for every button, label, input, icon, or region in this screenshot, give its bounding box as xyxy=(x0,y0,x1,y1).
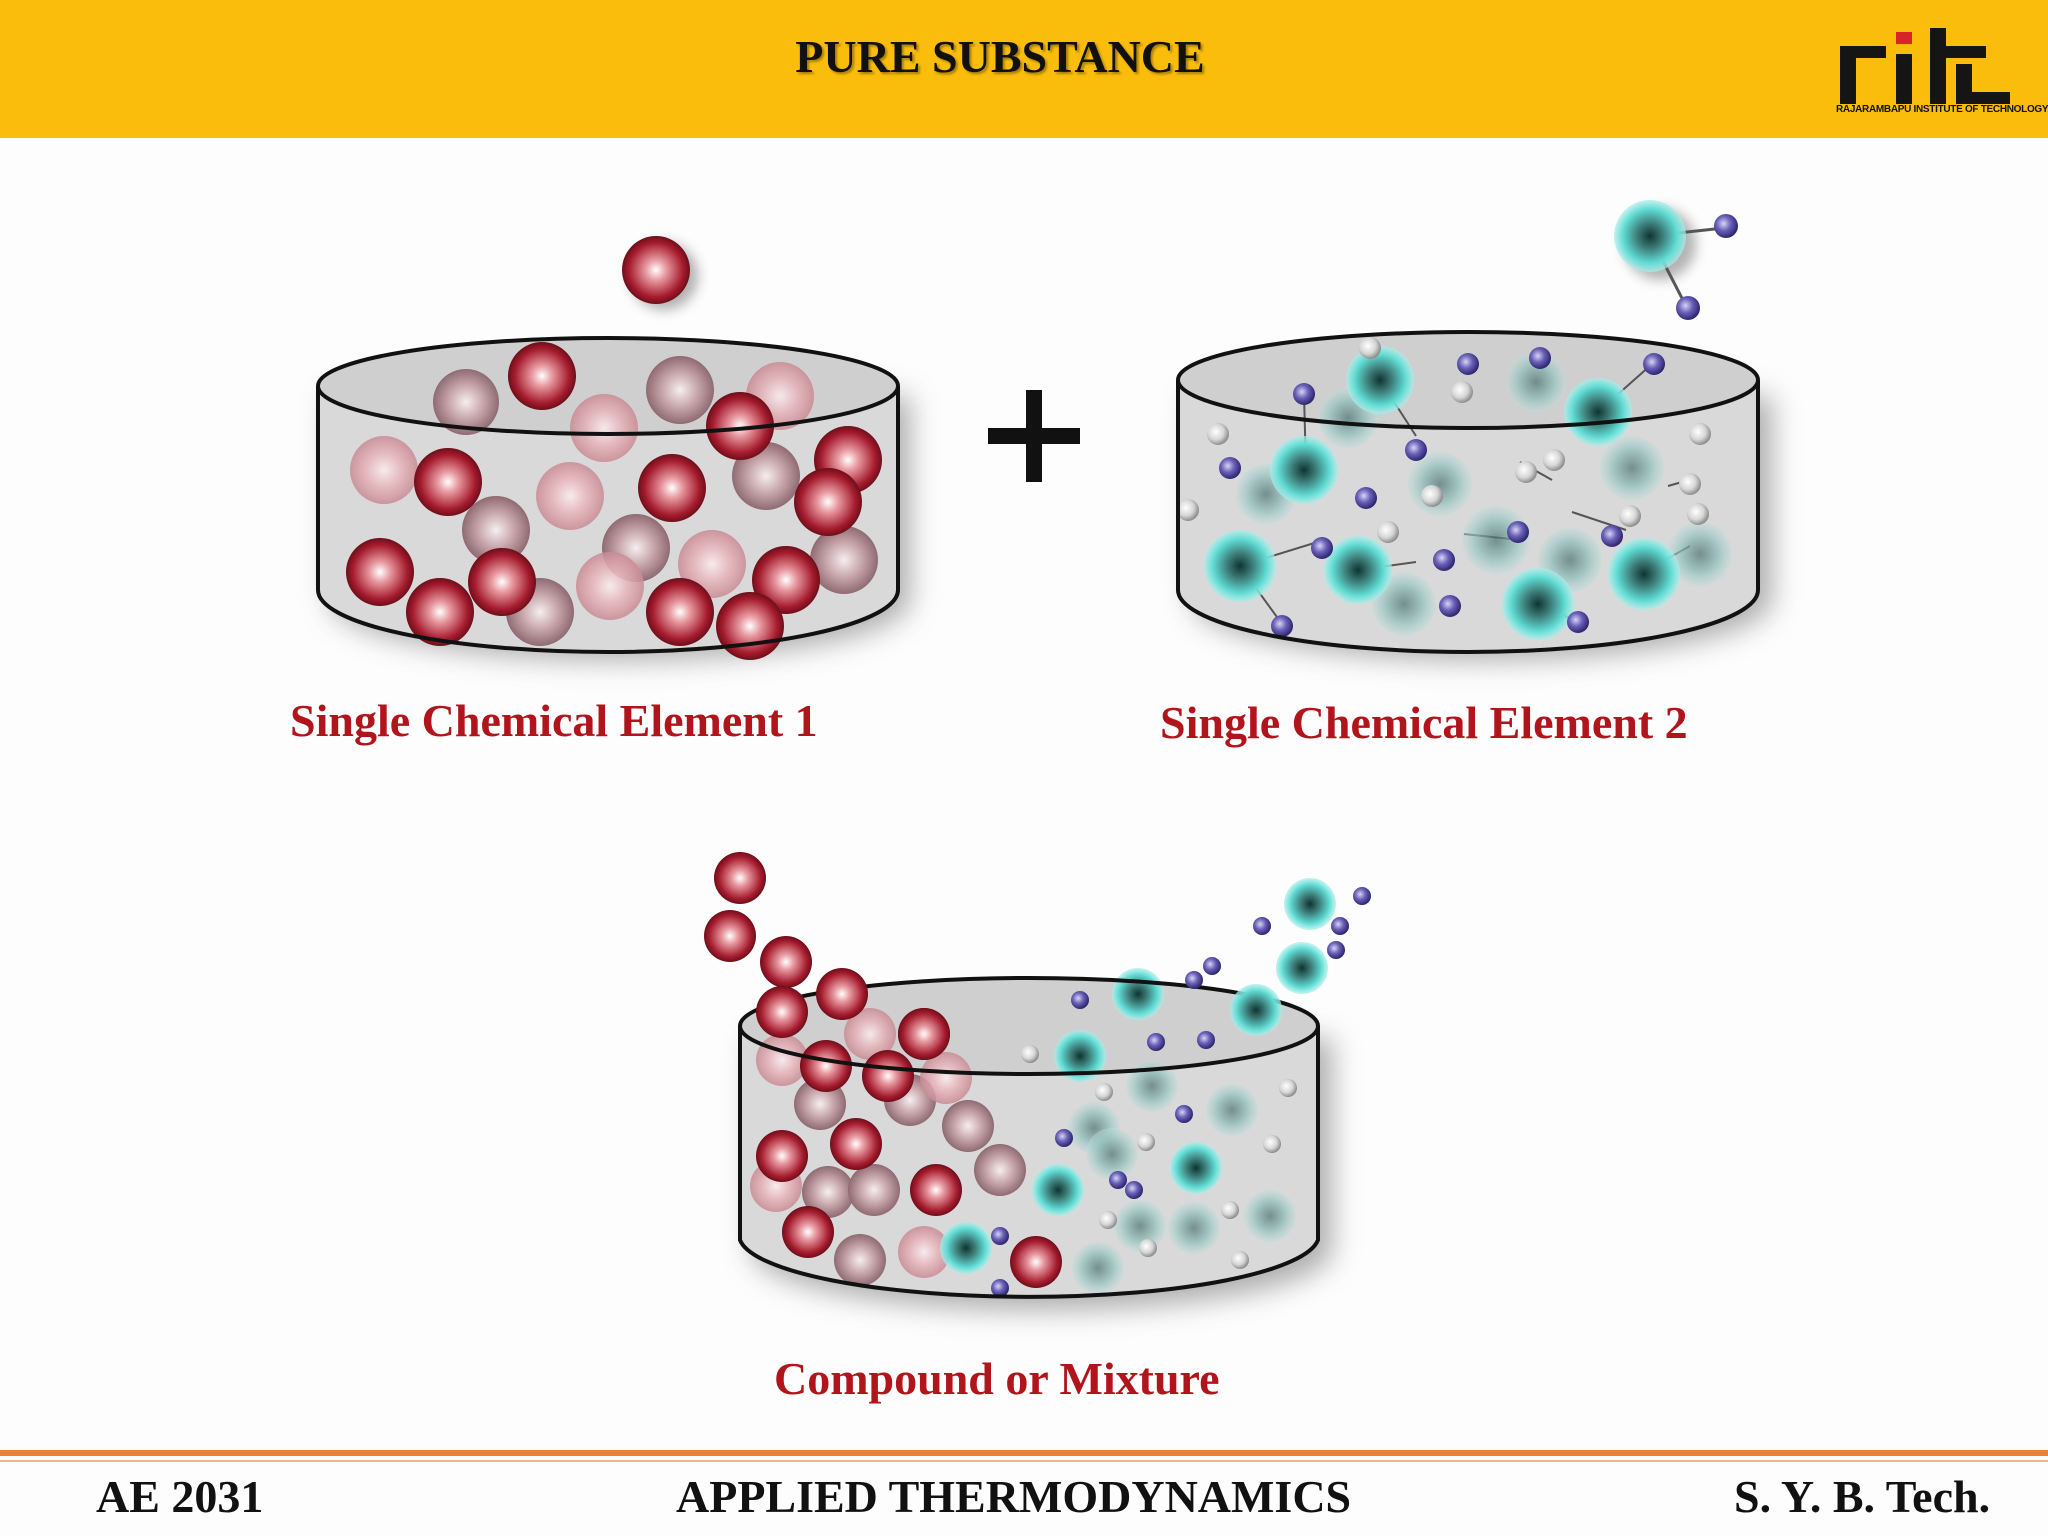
red-atoms-beaker-1 xyxy=(346,342,882,660)
beaker-element-1 xyxy=(316,236,910,660)
logo-caption: RAJARAMBAPU INSTITUTE OF TECHNOLOGY xyxy=(1836,104,2048,115)
small-white-atoms xyxy=(1177,337,1711,543)
footer-course-code: AE 2031 xyxy=(96,1471,264,1522)
caption-element-2: Single Chemical Element 2 xyxy=(1160,697,1688,748)
caption-element-1: Single Chemical Element 1 xyxy=(290,695,818,746)
beaker-element-2 xyxy=(1176,200,1772,660)
mixture-teal-molecules xyxy=(940,968,1297,1297)
footer-course-title: APPLIED THERMODYNAMICS xyxy=(676,1471,1352,1522)
bright-teal-atoms xyxy=(1204,346,1680,640)
slide-title: PURE SUBSTANCE xyxy=(795,31,1205,82)
soft-teal-atoms xyxy=(1236,352,1732,636)
caption-mixture: Compound or Mixture xyxy=(774,1353,1220,1404)
footer-divider-thin xyxy=(0,1460,2048,1462)
floating-teal-molecule xyxy=(1614,200,1738,320)
small-purple-atoms xyxy=(1219,347,1665,637)
pouring-red-atoms xyxy=(704,852,950,1060)
footer-divider xyxy=(0,1450,2048,1456)
falling-red-atom xyxy=(622,236,690,304)
plus-sign xyxy=(988,390,1080,482)
rit-logo xyxy=(1840,28,2010,104)
footer-class: S. Y. B. Tech. xyxy=(1734,1471,1991,1522)
header-bar: PURE SUBSTANCE RAJARAMBAPU INSTITUTE OF … xyxy=(0,0,2048,138)
substance-diagram xyxy=(316,200,1772,1310)
pouring-teal-molecules xyxy=(1185,878,1371,1036)
beaker-mixture xyxy=(704,852,1371,1310)
